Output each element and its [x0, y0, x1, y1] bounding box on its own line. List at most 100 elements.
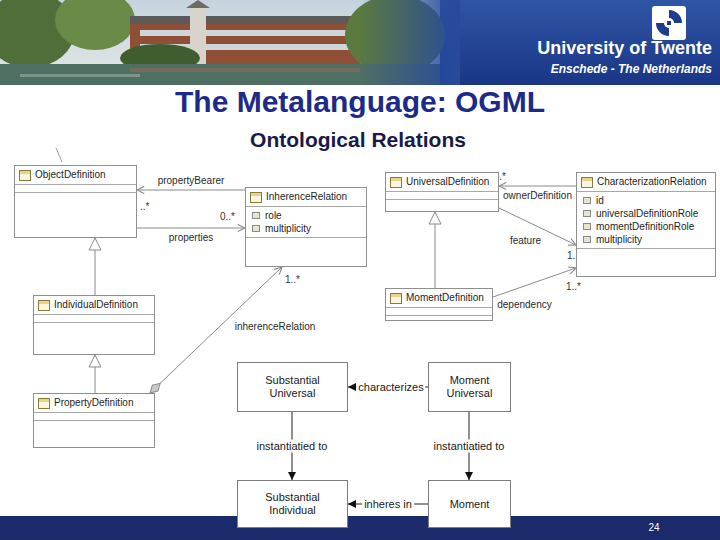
- attribute-row: id: [583, 194, 709, 207]
- attribute-name: universalDefinitionRole: [596, 208, 698, 220]
- operation-compartment: [386, 315, 492, 320]
- logo-square: [652, 6, 686, 40]
- edge-label: inherenceRelation: [233, 321, 318, 333]
- edge-label: instantiatied to: [255, 440, 330, 453]
- operation-compartment: [15, 192, 136, 237]
- operation-compartment: [34, 420, 154, 447]
- slide-title: The Metalanguage: OGML: [0, 85, 720, 119]
- class-name: ObjectDefinition: [35, 169, 106, 181]
- class-box: MomentDefinition: [385, 288, 493, 321]
- concept-name: Substantial Universal: [250, 374, 335, 400]
- logo-dot: [667, 21, 671, 25]
- attribute-icon: [252, 212, 260, 219]
- class-name: PropertyDefinition: [54, 397, 133, 409]
- attribute-icon: [583, 197, 591, 204]
- footer-bar: [0, 516, 720, 540]
- attribute-row: momentDefinitionRole: [583, 220, 709, 233]
- edge-label: instantiatied to: [432, 440, 507, 453]
- reference-line: [499, 186, 576, 187]
- attribute-compartment: [34, 412, 154, 420]
- attribute-icon: [583, 236, 591, 243]
- connectors: [95, 186, 576, 504]
- attribute-row: multiplicity: [252, 222, 360, 235]
- class-icon: [390, 293, 402, 304]
- class-box: CharacterizationRelation iduniversalDefin…: [576, 172, 716, 277]
- class-name: UniversalDefinition: [406, 176, 489, 188]
- concept-box: Substantial Individual: [237, 480, 348, 528]
- class-name: CharacterizationRelation: [597, 176, 707, 188]
- class-box: IndividualDefinition: [33, 295, 155, 355]
- attribute-compartment: [386, 191, 498, 199]
- multiplicity: 1..*: [285, 274, 315, 286]
- attribute-name: id: [596, 195, 604, 207]
- concept-name: Substantial Individual: [250, 491, 335, 517]
- edge-label: properties: [167, 232, 215, 244]
- attribute-compartment: rolemultiplicity: [246, 206, 366, 237]
- class-header: PropertyDefinition: [34, 394, 154, 412]
- generalization-line: [435, 212, 436, 288]
- class-box: InherenceRelation rolemultiplicity: [245, 187, 367, 267]
- reference-line: [137, 190, 245, 191]
- class-header: IndividualDefinition: [34, 296, 154, 314]
- operation-compartment: [386, 199, 498, 211]
- reflection: [130, 68, 360, 72]
- stray-line: [56, 148, 62, 162]
- attribute-name: multiplicity: [265, 223, 311, 235]
- photo-fade: [360, 0, 460, 85]
- attribute-compartment: [386, 307, 492, 315]
- attribute-row: multiplicity: [583, 233, 709, 246]
- class-icon: [390, 177, 402, 188]
- university-location: Enschede - The Netherlands: [420, 62, 712, 77]
- attribute-name: multiplicity: [596, 234, 642, 246]
- edge-label: ownerDefinition: [501, 190, 574, 202]
- reference-line: [493, 268, 576, 297]
- class-name: IndividualDefinition: [54, 299, 138, 311]
- slide-subtitle: Ontological Relations: [0, 127, 716, 152]
- class-icon: [38, 300, 50, 311]
- operation-compartment: [34, 322, 154, 354]
- attribute-icon: [583, 223, 591, 230]
- concept-box: Substantial Universal: [237, 362, 348, 412]
- concept-name: Moment: [450, 498, 490, 511]
- class-header: ObjectDefinition: [15, 166, 136, 184]
- class-name: MomentDefinition: [406, 292, 484, 304]
- class-box: UniversalDefinition: [385, 172, 499, 212]
- class-box: ObjectDefinition: [14, 165, 137, 238]
- reference-line: [137, 228, 245, 229]
- concept-name: Moment Universal: [441, 374, 498, 400]
- university-name: University of Twente: [420, 37, 712, 59]
- attribute-row: role: [252, 209, 360, 222]
- class-header: InherenceRelation: [246, 188, 366, 206]
- class-header: CharacterizationRelation: [577, 173, 715, 191]
- multiplicity: ..*: [140, 201, 170, 213]
- attribute-compartment: [15, 184, 136, 192]
- class-icon: [250, 192, 262, 203]
- edge-label: dependency: [495, 299, 554, 311]
- operation-compartment: [246, 237, 366, 266]
- edge-label: feature: [508, 235, 543, 247]
- generalization-line: [95, 355, 96, 393]
- edge-label: inheres in: [362, 498, 414, 511]
- class-header: MomentDefinition: [386, 289, 492, 307]
- tree: [55, 0, 135, 50]
- edge-label: propertyBearer: [156, 175, 227, 187]
- edge-label: characterizes: [356, 381, 425, 394]
- reflection: [20, 74, 140, 77]
- page-number: 24: [636, 522, 672, 534]
- multiplicity: 1..*: [566, 281, 596, 293]
- window-row: [140, 30, 350, 36]
- university-logo: [652, 6, 686, 40]
- class-icon: [19, 170, 31, 181]
- class-header: UniversalDefinition: [386, 173, 498, 191]
- concept-box: Moment Universal: [428, 362, 511, 412]
- class-box: PropertyDefinition: [33, 393, 155, 448]
- attribute-name: role: [265, 210, 282, 222]
- attribute-row: universalDefinitionRole: [583, 207, 709, 220]
- class-name: InherenceRelation: [266, 191, 347, 203]
- attribute-compartment: iduniversalDefinitionRolemomentDefinitio…: [577, 191, 715, 248]
- class-icon: [581, 177, 593, 188]
- attribute-compartment: [34, 314, 154, 322]
- building-roof: [130, 16, 360, 24]
- operation-compartment: [577, 248, 715, 276]
